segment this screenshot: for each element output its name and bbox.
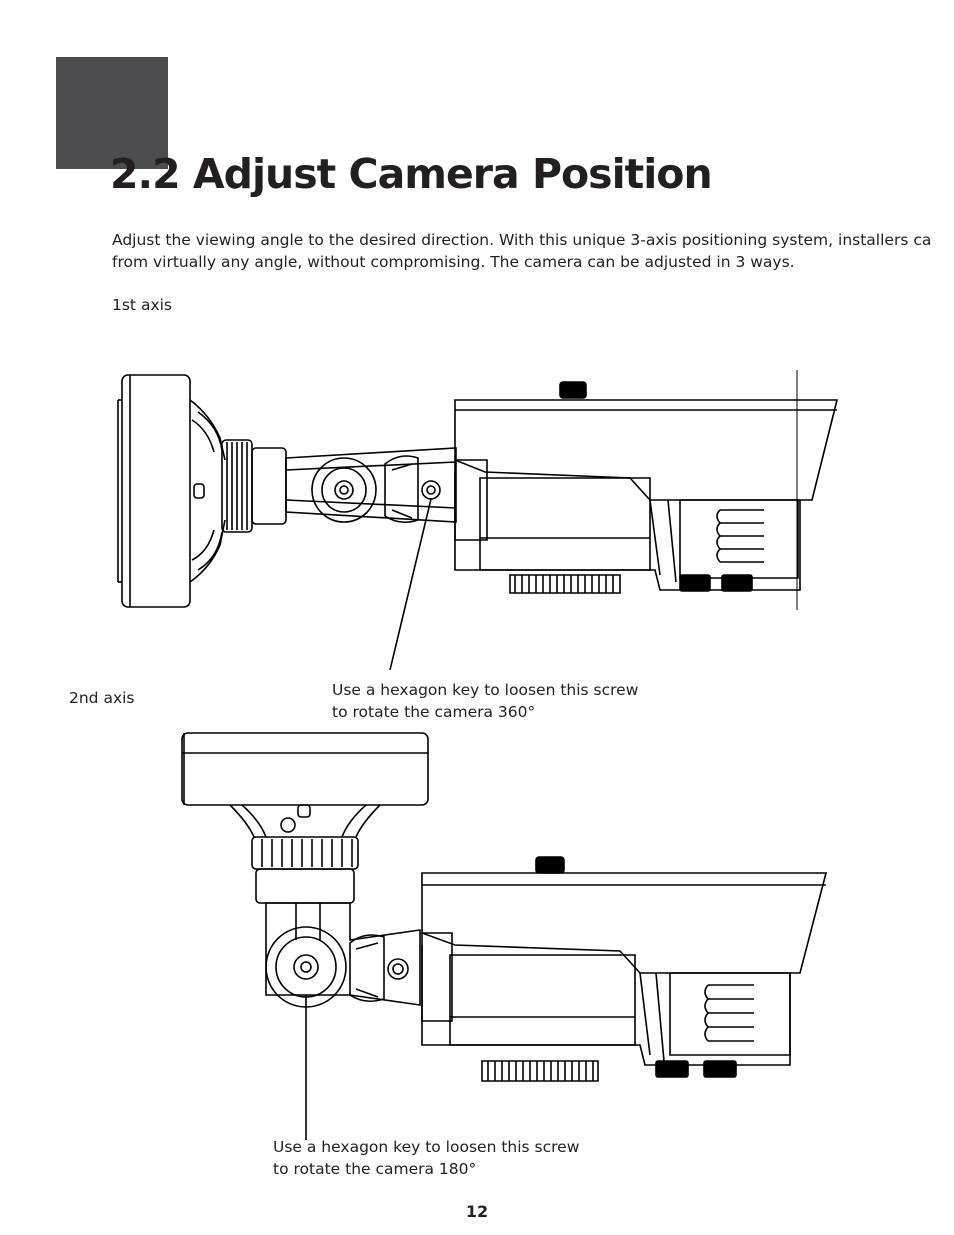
intro-line-1: Adjust the viewing angle to the desired … <box>112 231 932 249</box>
chapter-tab-block <box>56 57 168 169</box>
second-axis-caption-line-2: to rotate the camera 180° <box>273 1160 477 1178</box>
second-axis-caption: Use a hexagon key to loosen this screw t… <box>273 1136 579 1180</box>
intro-line-2: from virtually any angle, without compro… <box>112 253 795 271</box>
first-axis-caption-line-1: Use a hexagon key to loosen this screw <box>332 681 639 699</box>
first-axis-caption: Use a hexagon key to loosen this screw t… <box>332 679 638 723</box>
intro-paragraph: Adjust the viewing angle to the desired … <box>112 229 954 273</box>
first-axis-caption-line-2: to rotate the camera 360° <box>332 703 536 721</box>
second-axis-label: 2nd axis <box>69 689 135 707</box>
second-axis-caption-line-1: Use a hexagon key to loosen this screw <box>273 1138 580 1156</box>
section-title: 2.2 Adjust Camera Position <box>110 150 713 198</box>
page-number: 12 <box>465 1202 489 1221</box>
camera-diagram-second-axis <box>170 725 850 1145</box>
camera-diagram-first-axis <box>100 360 860 690</box>
first-axis-label: 1st axis <box>112 296 172 314</box>
